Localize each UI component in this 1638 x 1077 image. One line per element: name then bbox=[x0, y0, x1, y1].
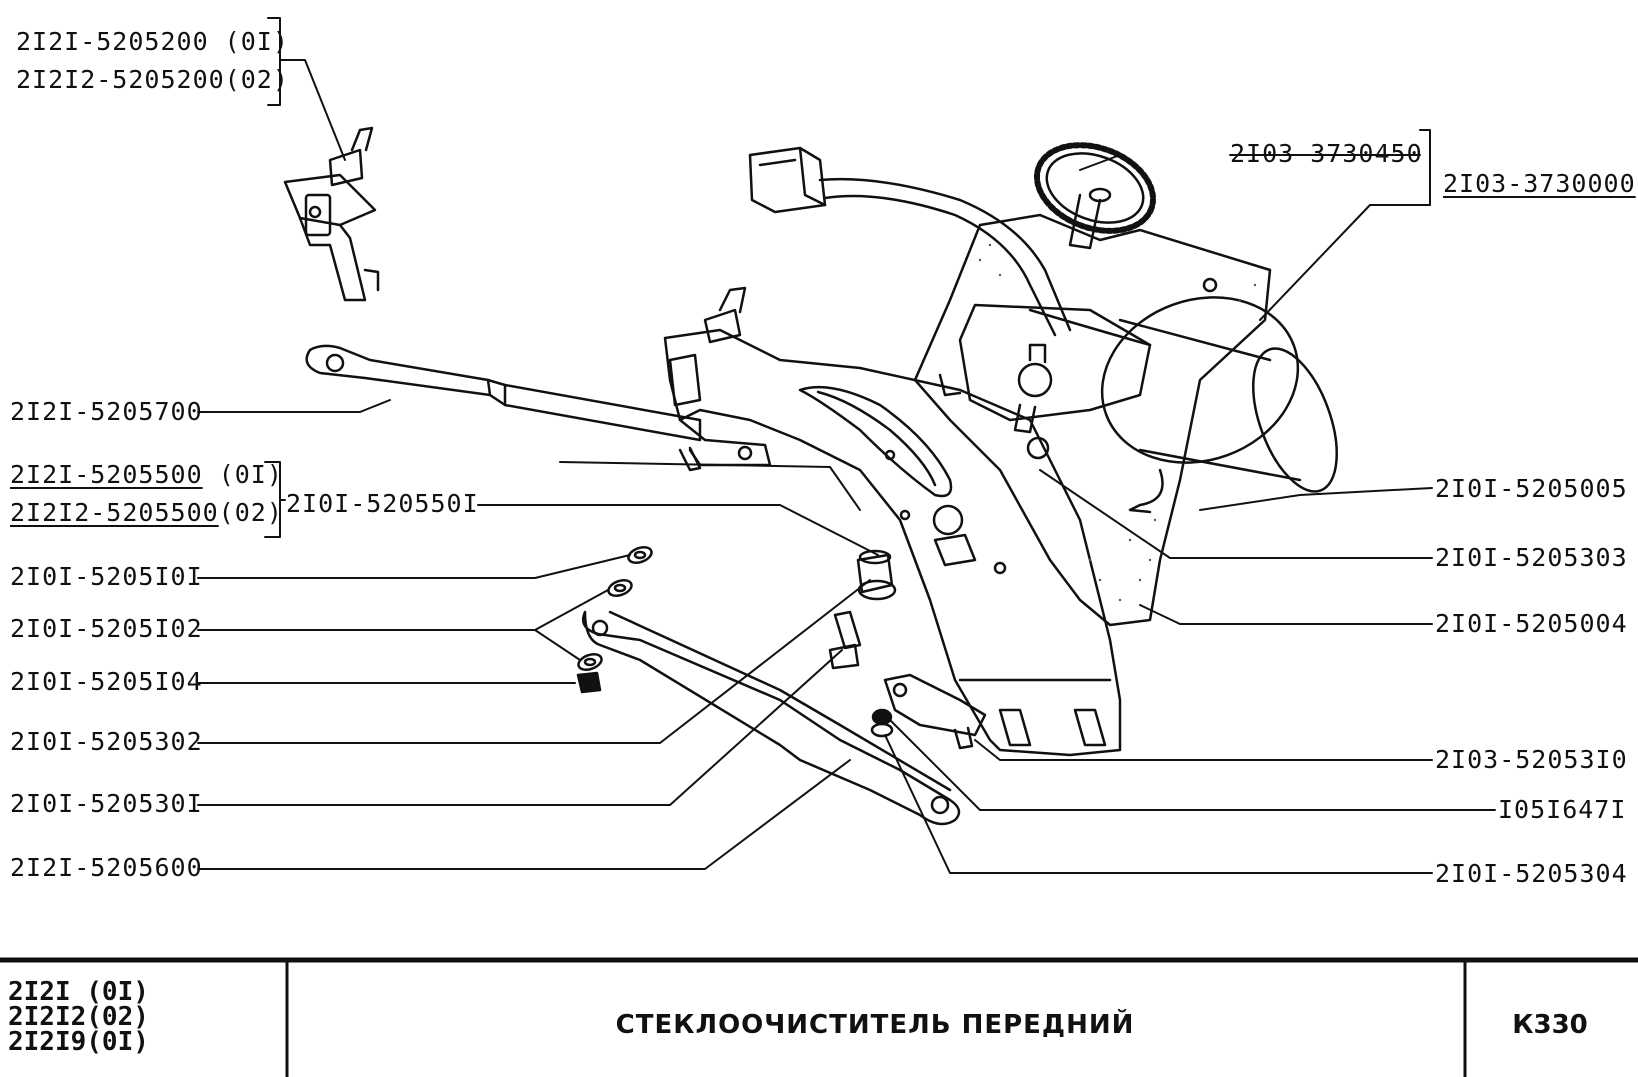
label-nut-1051647: I05I647I bbox=[1498, 795, 1627, 824]
drawing-code: К330 bbox=[1512, 1010, 1588, 1040]
frame-switch bbox=[668, 286, 747, 472]
label-bushing-302: 2I0I-5205302 bbox=[10, 727, 203, 756]
label-washer-304: 2I0I-5205304 bbox=[1435, 859, 1628, 888]
label-motor: 2I0I-5205005 bbox=[1435, 474, 1628, 503]
small-parts bbox=[576, 545, 987, 750]
switch-part bbox=[283, 126, 380, 302]
model-line: 2I2I9(0I) bbox=[8, 1027, 149, 1057]
label-frame-a-suffix: (0I) bbox=[218, 460, 283, 489]
label-switch-b: 2I2I2-5205200(02) bbox=[16, 65, 289, 94]
label-lever-310: 2I03-52053I0 bbox=[1435, 745, 1628, 774]
main-frame bbox=[663, 328, 1122, 757]
motor-plate bbox=[913, 213, 1272, 627]
label-bolt-301: 2I0I-520530I bbox=[10, 789, 203, 818]
connector-cable bbox=[748, 146, 1072, 337]
lower-rod bbox=[581, 610, 961, 826]
plate-stipple bbox=[978, 243, 1257, 602]
label-crank: 2I0I-5205004 bbox=[1435, 609, 1628, 638]
label-rod-upper: 2I2I-5205700 bbox=[10, 397, 203, 426]
label-rod-lower: 2I2I-5205600 bbox=[10, 853, 203, 882]
label-switch-a: 2I2I-5205200 (0I) bbox=[16, 27, 289, 56]
label-washer-102: 2I0I-5205I02 bbox=[10, 614, 203, 643]
label-washer-101: 2I0I-5205I0I bbox=[10, 562, 203, 591]
motor bbox=[938, 296, 1338, 514]
drawing-title: СТЕКЛООЧИСТИТЕЛЬ ПЕРЕДНИЙ bbox=[615, 1010, 1135, 1040]
label-gear: 2I03-3730450 bbox=[1230, 139, 1423, 168]
gear bbox=[1033, 142, 1157, 250]
label-nut-104: 2I0I-5205I04 bbox=[10, 667, 203, 696]
label-frame-b: 2I2I2-5205500(02) bbox=[10, 499, 283, 527]
label-frame-b-suffix: (02) bbox=[218, 498, 283, 527]
label-bracket: 2I0I-520550I bbox=[286, 489, 479, 518]
label-frame-a-code: 2I2I-5205500 bbox=[10, 460, 203, 489]
leader-lines bbox=[197, 17, 1496, 874]
label-frame-a: 2I2I-5205500 (0I) bbox=[10, 461, 283, 489]
label-frame-b-code: 2I2I2-5205500 bbox=[10, 498, 219, 527]
title-block-frame bbox=[0, 957, 1638, 1077]
title-block-models: 2I2I (0I) 2I2I2(02) 2I2I9(0I) bbox=[8, 977, 149, 1057]
upper-rod bbox=[305, 344, 702, 442]
label-motor-assy: 2I03-3730000 bbox=[1443, 169, 1636, 198]
model-line: 2I2I (0I) bbox=[8, 977, 149, 1007]
label-washer-303: 2I0I-5205303 bbox=[1435, 543, 1628, 572]
model-line: 2I2I2(02) bbox=[8, 1002, 149, 1032]
